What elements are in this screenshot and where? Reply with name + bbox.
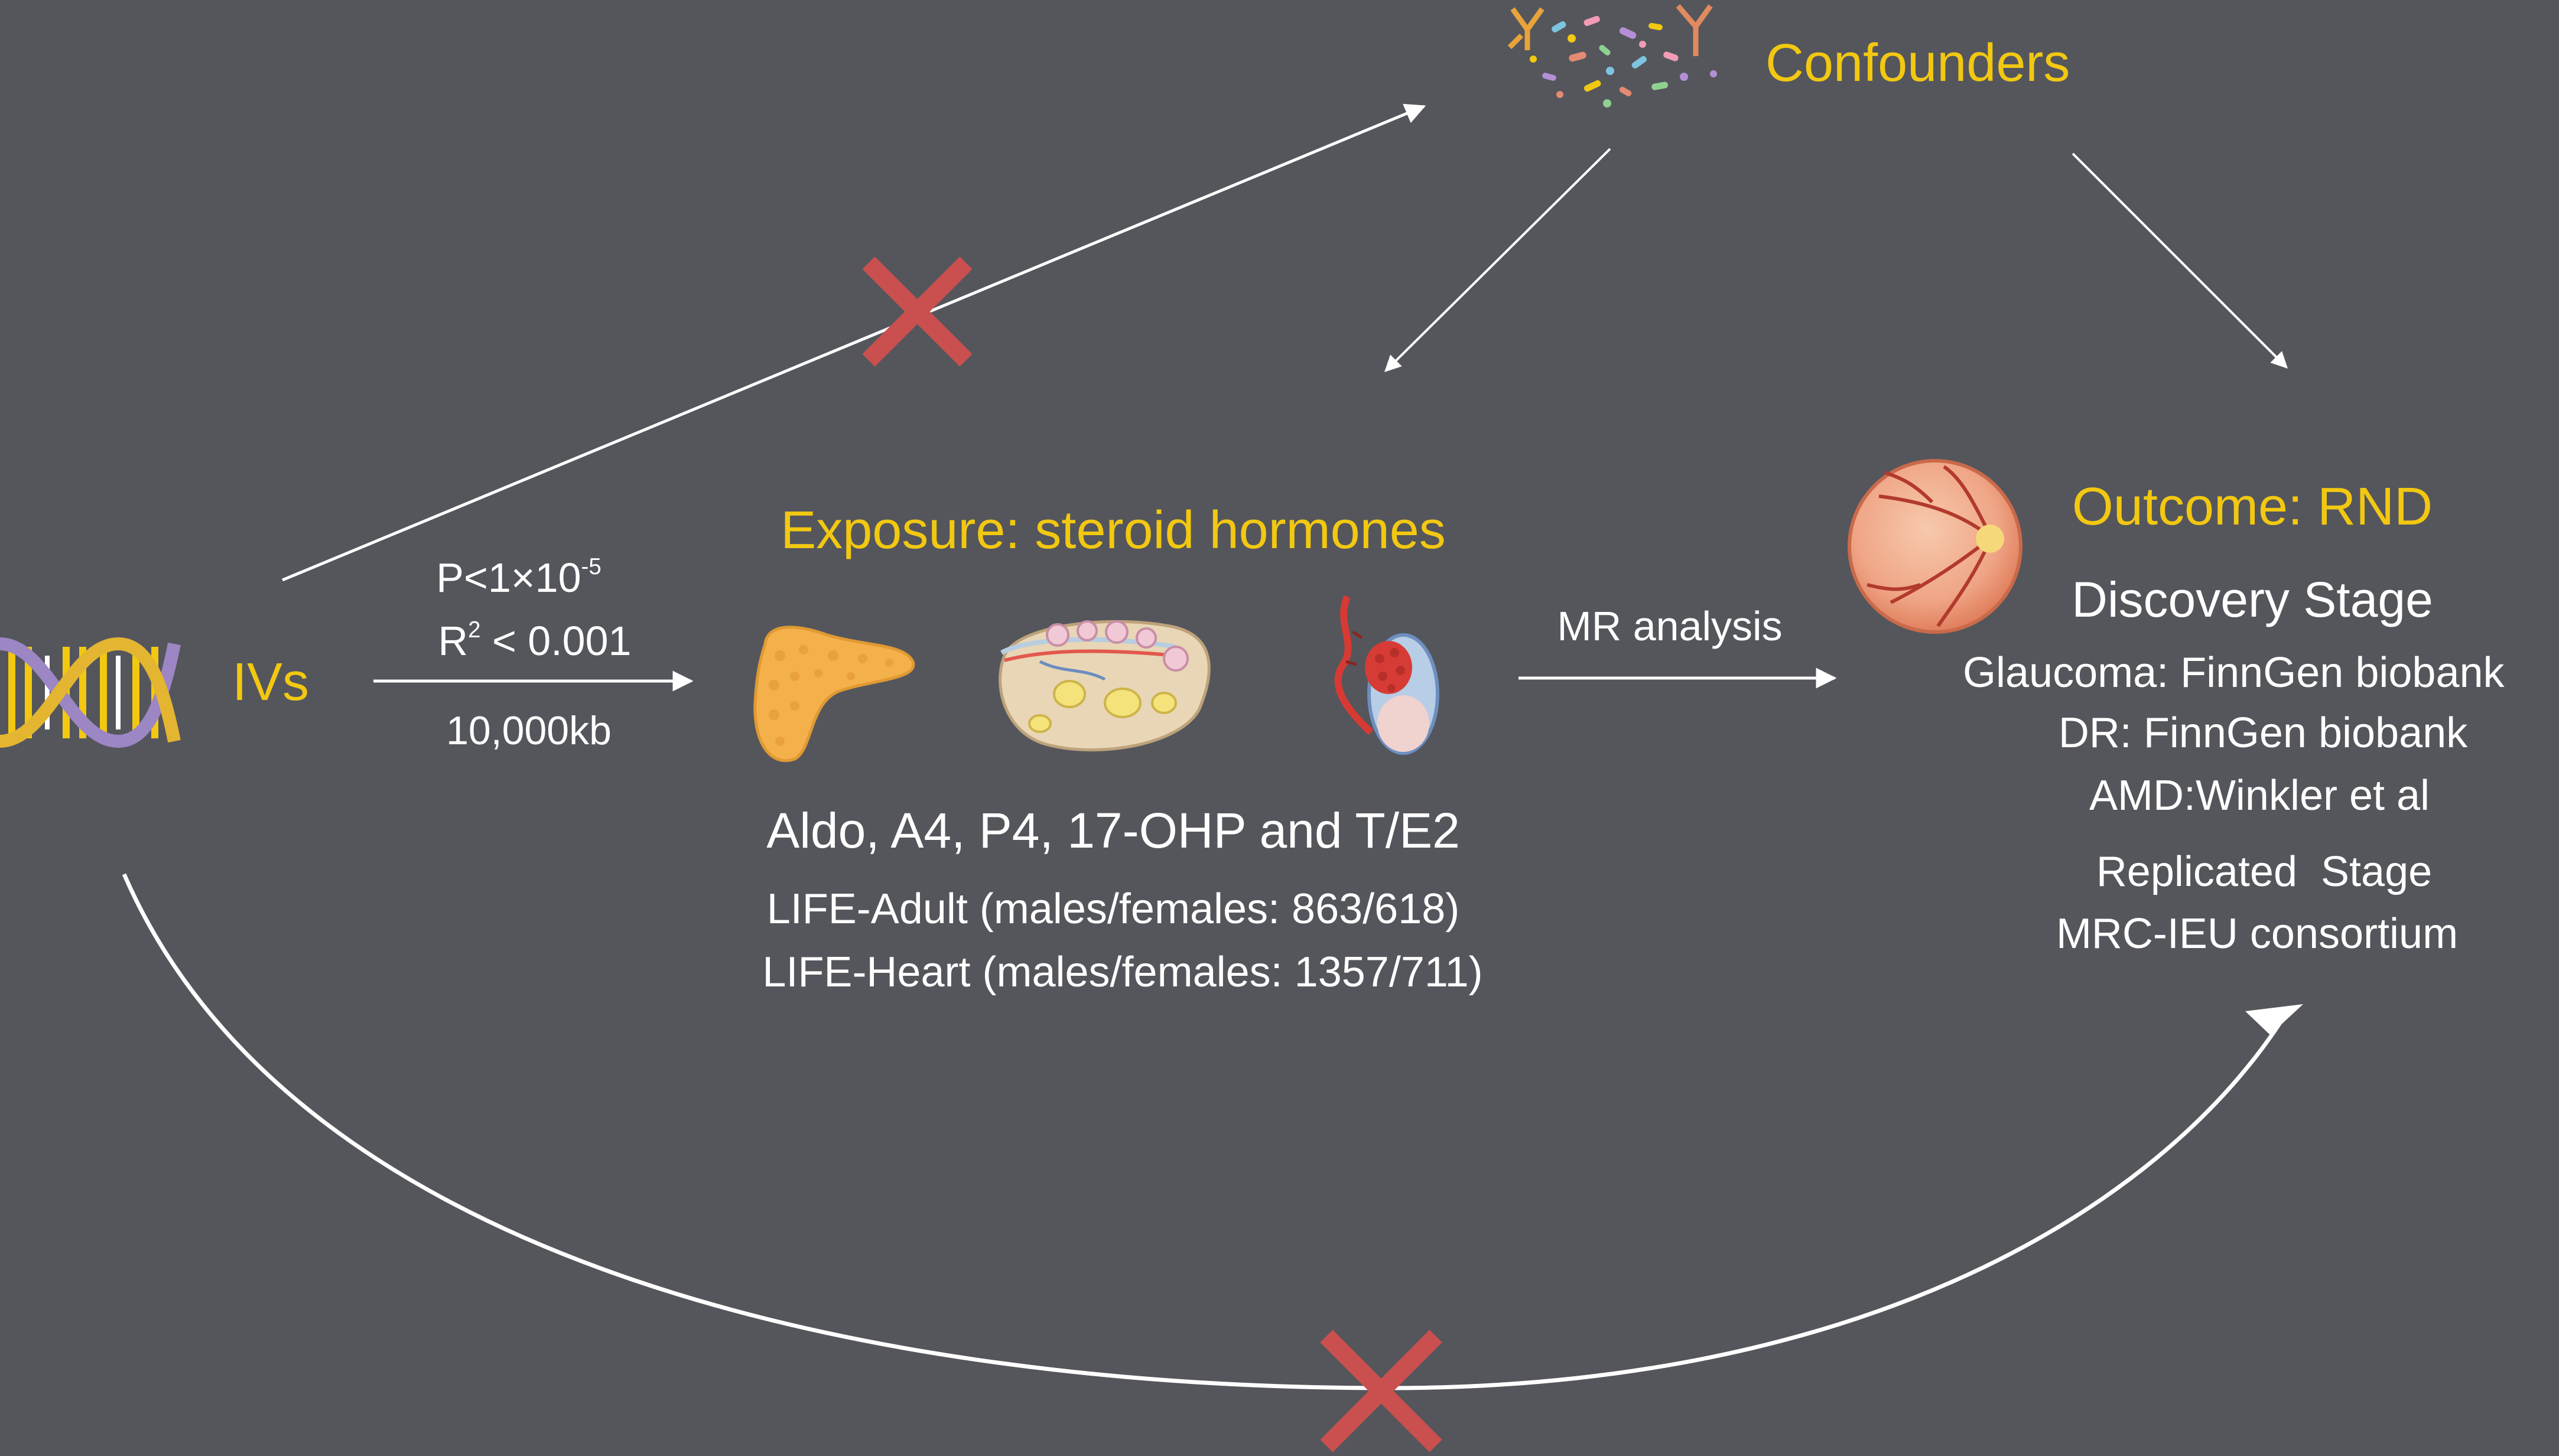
- r2-exponent: 2: [468, 617, 481, 643]
- ovary-icon: [999, 620, 1211, 752]
- exposure-cohort-adult: LIFE-Adult (males/females: 863/618): [766, 885, 1460, 933]
- cross-icon: [1320, 1330, 1442, 1452]
- arrow-confounders-to-outcome: [2072, 152, 2288, 369]
- eye-fundus-icon: [1848, 459, 2023, 634]
- p-threshold-exponent: -5: [581, 553, 601, 579]
- confounders-icon: [1507, 4, 1717, 108]
- adrenal-gland-icon: [753, 626, 915, 763]
- testis-icon: [1334, 595, 1439, 755]
- dna-icon: [0, 637, 181, 748]
- r2-value: < 0.001: [480, 618, 632, 664]
- exposure-title: Exposure: steroid hormones: [781, 501, 1446, 560]
- clumping-window: 10,000kb: [446, 708, 612, 753]
- arrow-ivs-to-confounders: [282, 103, 1426, 582]
- cross-icon: [862, 256, 973, 367]
- outcome-title: Outcome: RND: [2072, 477, 2433, 536]
- p-threshold: P<1×10-5: [436, 553, 601, 601]
- ivs-label: IVs: [232, 653, 310, 712]
- r2-threshold: R2 < 0.001: [438, 617, 632, 664]
- confounders-label: Confounders: [1765, 34, 2070, 93]
- arrow-ivs-to-outcome-head: [2245, 1004, 2303, 1035]
- mr-analysis-label: MR analysis: [1557, 603, 1783, 649]
- exposure-cohort-heart: LIFE-Heart (males/females: 1357/711): [762, 949, 1483, 996]
- replicated-stage-title: Replicated Stage: [2096, 848, 2433, 895]
- p-threshold-base: P<1×10: [436, 555, 581, 601]
- arrow-confounders-to-exposure: [1384, 148, 1611, 372]
- discovery-glaucoma: Glaucoma: FinnGen biobank: [1963, 649, 2505, 696]
- replicated-source: MRC-IEU consortium: [2056, 910, 2459, 957]
- arrow-ivs-to-outcome-curve: [122, 873, 2282, 1390]
- exposure-hormones: Aldo, A4, P4, 17-OHP and T/E2: [766, 803, 1460, 858]
- discovery-amd: AMD:Winkler et al: [2089, 772, 2430, 819]
- discovery-stage-title: Discovery Stage: [2072, 572, 2433, 627]
- discovery-dr: DR: FinnGen biobank: [2058, 709, 2468, 757]
- r2-base: R: [438, 618, 469, 664]
